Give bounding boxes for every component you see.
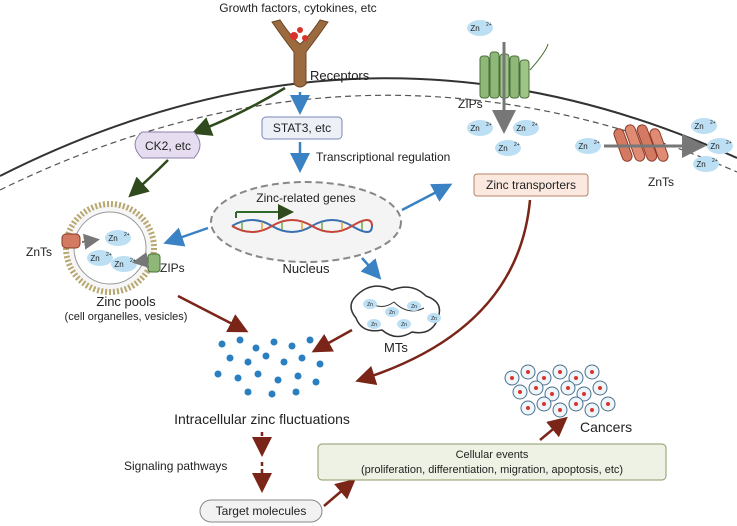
ck2-shape <box>134 131 201 159</box>
zinc-transporters-label: Zinc transporters <box>486 178 576 192</box>
svg-text:Zn: Zn <box>401 322 407 328</box>
arrow-ck2-to-zinc-pools <box>128 159 169 198</box>
zn-ion: Zn <box>367 319 381 329</box>
svg-text:2+: 2+ <box>486 122 492 128</box>
zn-ion: Zn 2+ <box>111 256 137 272</box>
arrow-transporters-to-fluctuations <box>355 199 532 386</box>
zips-vesicle-label: ZIPs <box>160 261 185 275</box>
svg-text:2+: 2+ <box>486 22 492 28</box>
svg-text:Zn: Zn <box>470 124 479 133</box>
svg-text:Zn: Zn <box>371 322 377 328</box>
svg-text:Zn: Zn <box>696 160 705 169</box>
cell-membrane-outer <box>0 77 737 177</box>
svg-text:Zn: Zn <box>114 260 123 269</box>
svg-text:Zn: Zn <box>389 310 395 316</box>
arrow-zinc-pools-to-fluctuations <box>177 294 249 333</box>
dna-helix-icon <box>231 219 373 233</box>
zn-ion: Zn <box>385 307 399 317</box>
svg-text:Zn: Zn <box>498 144 507 153</box>
svg-text:Zn: Zn <box>431 316 437 322</box>
zinc-related-genes-label: Zinc-related genes <box>256 191 355 205</box>
zn-ion: Zn 2+ <box>495 140 521 156</box>
stat3-label: STAT3, etc <box>273 121 331 135</box>
svg-text:2+: 2+ <box>106 252 112 258</box>
zn-ion: Zn 2+ <box>575 138 601 154</box>
target-molecules-box <box>199 499 323 523</box>
svg-text:Zn: Zn <box>694 122 703 131</box>
zinc-pools-label: Zinc pools <box>96 294 156 309</box>
transcriptional-regulation-label: Transcriptional regulation <box>316 150 450 164</box>
svg-text:Zn: Zn <box>367 302 373 308</box>
zn-ion: Zn <box>407 301 421 311</box>
svg-text:Zn: Zn <box>470 24 479 33</box>
zinc-transporters-box <box>473 173 589 197</box>
ck2-label: CK2, etc <box>145 139 191 153</box>
znt-transporter-icon <box>613 124 669 162</box>
svg-text:2+: 2+ <box>726 140 732 146</box>
svg-text:Zn: Zn <box>108 234 117 243</box>
zn-ion: Zn 2+ <box>467 20 493 36</box>
svg-text:2+: 2+ <box>712 158 718 164</box>
zn-ion: Zn 2+ <box>467 120 493 136</box>
growth-factors-label: Growth factors, cytokines, etc <box>219 1 376 15</box>
mts-label: MTs <box>384 340 408 355</box>
cellular-events-box <box>317 443 667 481</box>
zinc-dot-cluster <box>214 336 324 398</box>
svg-text:2+: 2+ <box>124 232 130 238</box>
zn-ion: Zn <box>427 313 441 323</box>
target-molecules-label: Target molecules <box>216 504 307 518</box>
svg-text:2+: 2+ <box>514 142 520 148</box>
arrow-nucleus-to-mts <box>360 257 382 280</box>
arrow-events-to-cancers <box>539 416 568 441</box>
vesicle-znt-icon <box>61 233 81 249</box>
zn-ion: Zn <box>397 319 411 329</box>
zn-ion: Zn 2+ <box>693 156 719 172</box>
vesicle-zip-icon <box>147 253 161 273</box>
cancer-cells-icon <box>504 364 616 418</box>
zn-ion: Zn 2+ <box>105 230 131 246</box>
cell-membrane-inner <box>0 94 737 191</box>
receptors-label: Receptors <box>310 68 370 83</box>
stat3-box <box>261 116 343 140</box>
svg-text:2+: 2+ <box>532 122 538 128</box>
zinc-pools-sublabel: (cell organelles, vesicles) <box>65 311 188 323</box>
arrow-targets-to-events <box>323 478 356 507</box>
zips-membrane-label: ZIPs <box>458 97 483 111</box>
cellular-events-title: Cellular events <box>456 449 529 461</box>
svg-text:Zn: Zn <box>710 142 719 151</box>
svg-text:Zn: Zn <box>90 254 99 263</box>
svg-text:Zn: Zn <box>578 142 587 151</box>
arrow-mts-to-fluctuations <box>311 328 353 353</box>
zn-ion: Zn 2+ <box>691 118 717 134</box>
svg-text:2+: 2+ <box>594 140 600 146</box>
svg-text:2+: 2+ <box>130 258 136 264</box>
receptor-icon <box>271 19 329 88</box>
svg-text:2+: 2+ <box>710 120 716 126</box>
svg-text:Zn: Zn <box>411 304 417 310</box>
cellular-events-detail: (proliferation, differentiation, migrati… <box>361 464 623 476</box>
nucleus-label: Nucleus <box>283 261 330 276</box>
arrow-nucleus-to-transporters <box>401 183 453 212</box>
zip-transporter-icon <box>479 43 549 99</box>
svg-text:Zn: Zn <box>516 124 525 133</box>
zn-ion: Zn 2+ <box>707 138 733 154</box>
cancers-label: Cancers <box>580 419 632 435</box>
arrow-receptor-to-ck2 <box>191 86 286 136</box>
znts-vesicle-label: ZnTs <box>26 245 52 259</box>
intracellular-zinc-label: Intracellular zinc fluctuations <box>174 411 350 427</box>
znts-membrane-label: ZnTs <box>648 175 674 189</box>
zn-ion: Zn 2+ <box>513 120 539 136</box>
signaling-pathways-label: Signaling pathways <box>124 459 227 473</box>
zn-ion: Zn 2+ <box>87 250 113 266</box>
zn-ion: Zn <box>363 299 377 309</box>
arrow-nucleus-to-zinc-pools <box>163 226 209 247</box>
